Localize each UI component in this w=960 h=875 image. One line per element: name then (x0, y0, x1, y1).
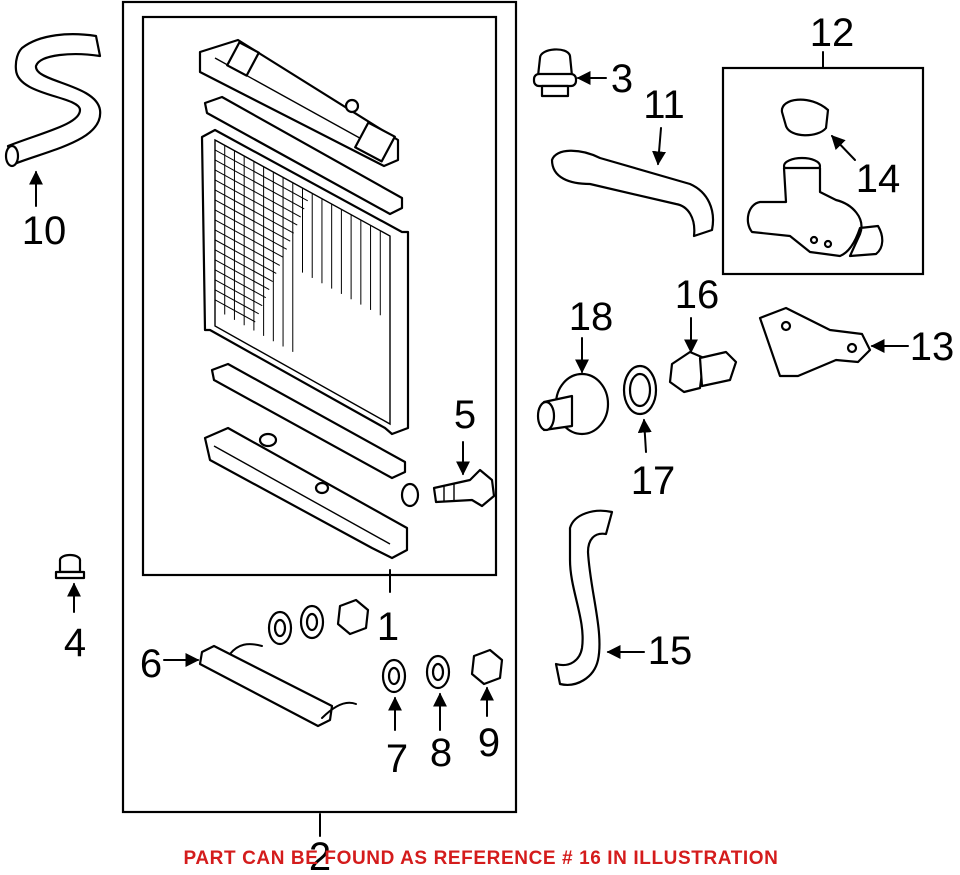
radiator-bottom-gasket (210, 362, 407, 480)
core-fin (214, 269, 266, 299)
callout-13: 13 (910, 325, 955, 369)
core-fin (214, 139, 312, 194)
callout-12: 12 (810, 11, 855, 55)
radiator-inner-box (141, 15, 498, 577)
callout-1: 1 (377, 605, 399, 649)
core-fin (214, 289, 259, 315)
core-fin (214, 169, 301, 218)
plug-4 (54, 553, 86, 580)
hose-15 (554, 509, 614, 686)
radiator-core-grid (214, 139, 391, 352)
radiator-top-gasket (203, 95, 404, 216)
core-fin (214, 199, 291, 242)
bracket-13 (758, 306, 872, 378)
core-fin (214, 209, 287, 250)
core-fin (214, 229, 280, 266)
core-fin (214, 159, 305, 210)
leader-11 (652, 127, 667, 166)
radiator-bottom-tank (203, 426, 409, 560)
hose-10-end (4, 144, 20, 168)
hose-10 (6, 33, 102, 166)
callout-10: 10 (22, 209, 67, 253)
leader-lines (29, 51, 909, 837)
nut-9 (470, 648, 504, 686)
radiator-core (200, 128, 410, 436)
water-outlet-12 (746, 156, 884, 258)
radiator-top-tank (198, 38, 400, 168)
core-fin (214, 259, 270, 291)
drain-cock (432, 468, 496, 508)
callout-16: 16 (675, 273, 720, 317)
callout-15: 15 (648, 629, 693, 673)
callout-17: 17 (631, 459, 676, 503)
leader-17 (637, 418, 652, 453)
callout-9: 9 (478, 721, 500, 765)
callout-6: 6 (140, 642, 162, 686)
assembly-outer-box (121, 0, 518, 814)
callout-5: 5 (454, 393, 476, 437)
callout-4: 4 (64, 621, 86, 665)
cap-3 (532, 48, 578, 98)
core-fin (214, 189, 294, 234)
core-fin (214, 239, 277, 274)
callout-8: 8 (430, 731, 452, 775)
thermostat-housing-18 (536, 372, 610, 436)
callout-2: 2 (309, 835, 331, 875)
callout-labels: 1 2 3 4 5 6 7 8 9 10 11 12 13 14 15 16 1… (22, 11, 955, 875)
oil-cooler-pipe (198, 643, 357, 728)
callout-7: 7 (386, 737, 408, 781)
water-outlet-cap-14 (780, 98, 830, 137)
core-fin (214, 299, 256, 323)
leader-14 (831, 134, 856, 161)
callout-3: 3 (611, 57, 633, 101)
nut-upper (336, 598, 370, 636)
core-fin (214, 279, 263, 307)
core-fin (214, 149, 308, 202)
hose-11 (550, 149, 715, 238)
drain-cock-oring (400, 482, 420, 508)
core-fin (214, 219, 284, 258)
core-fin (214, 179, 298, 226)
thermostat-16 (668, 350, 738, 394)
callout-11: 11 (643, 83, 685, 127)
callout-18: 18 (569, 295, 614, 339)
core-fin (214, 249, 273, 282)
reference-notice: PART CAN BE FOUND AS REFERENCE # 16 IN I… (183, 848, 778, 869)
callout-14: 14 (856, 157, 901, 201)
